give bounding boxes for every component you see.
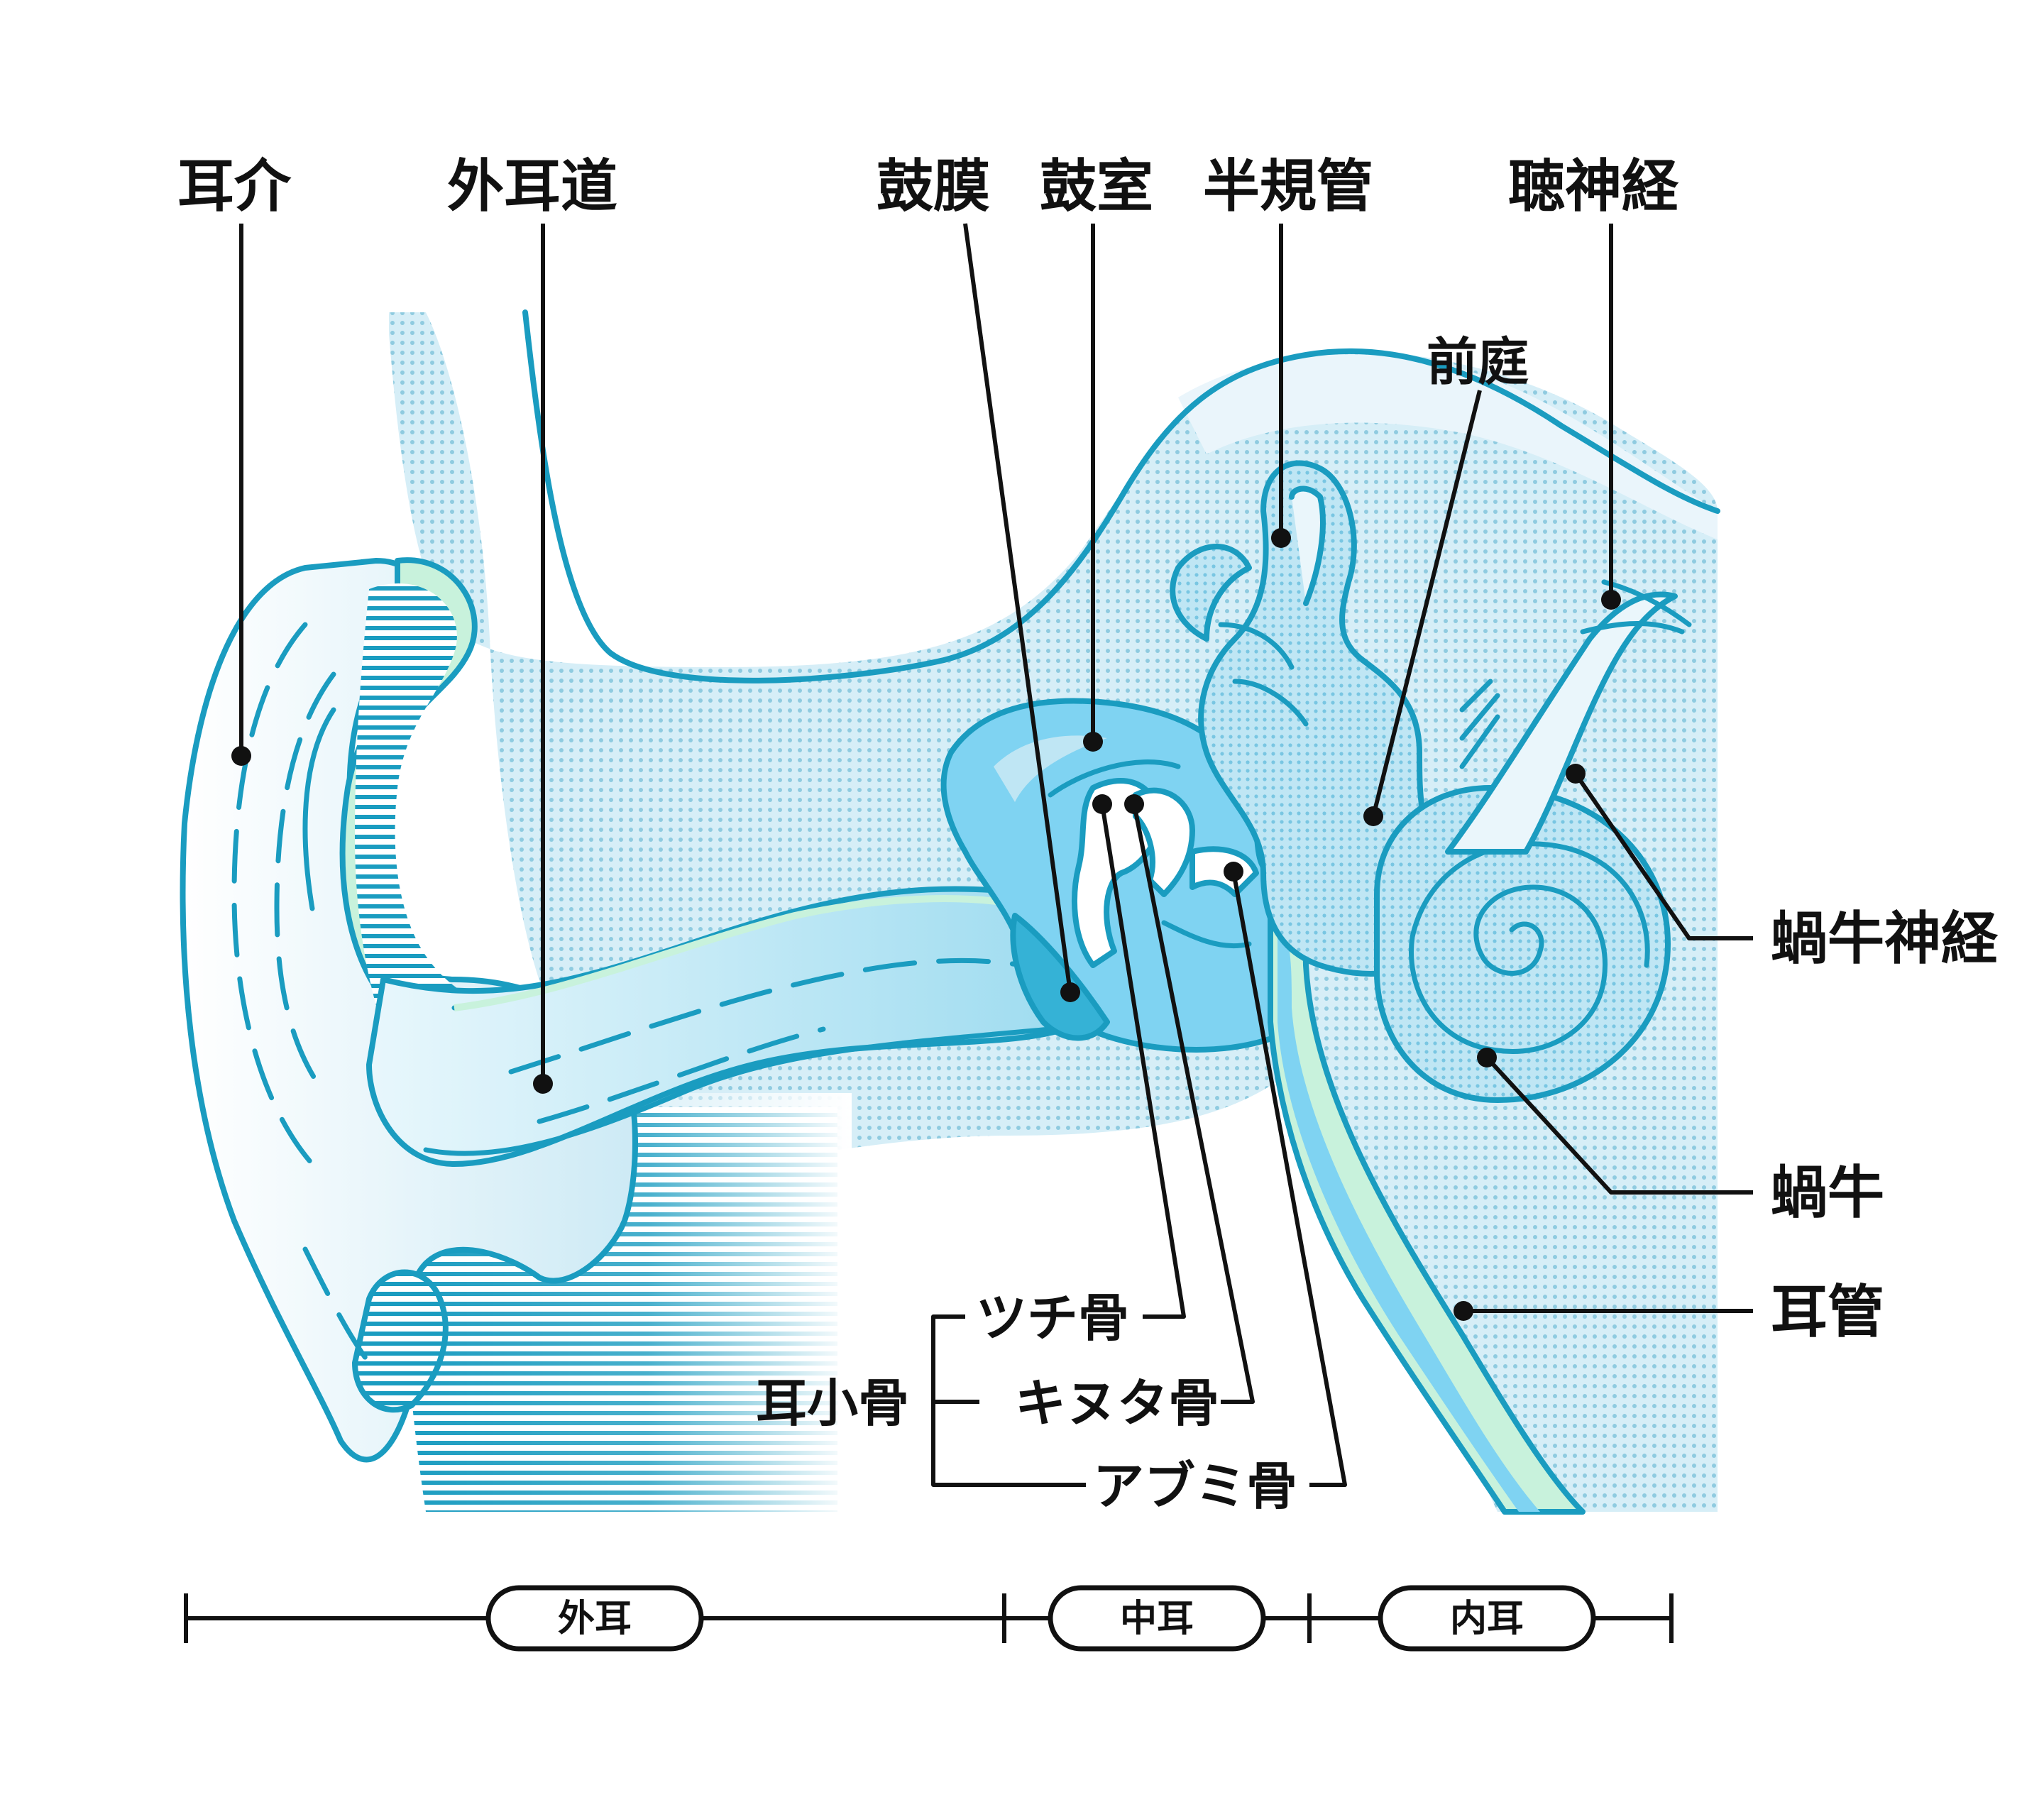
label-stapes: アブミ骨 — [1093, 1456, 1297, 1516]
label-cochlear-nerve: 蝸牛神経 — [1771, 906, 1999, 972]
labels: 耳介 外耳道 鼓膜 鼓室 半規管 聴神経 前庭 蝸牛神経 蝸牛 耳管 耳小骨 ツ… — [177, 153, 1999, 1516]
label-auditory-nerve: 聴神経 — [1508, 153, 1679, 219]
outer-ear-pill — [485, 1585, 704, 1652]
cochlea — [1374, 785, 1671, 1103]
auditory-nerve — [1445, 579, 1692, 855]
label-semicircular-canals: 半規管 — [1203, 153, 1373, 219]
leader-dots — [231, 528, 1621, 1321]
inner-ear-pill — [1378, 1585, 1596, 1652]
inner-ear — [1170, 460, 1692, 1103]
label-incus: キヌタ骨 — [1015, 1373, 1219, 1433]
label-ossicles: 耳小骨 — [756, 1373, 909, 1433]
label-cochlea: 蝸牛 — [1771, 1160, 1884, 1226]
label-inner-ear: 内耳 — [1450, 1598, 1524, 1640]
label-tympanic-cavity: 鼓室 — [1040, 153, 1153, 219]
label-eardrum: 鼓膜 — [877, 153, 990, 219]
leader-lines — [239, 223, 1753, 1487]
label-vestibule: 前庭 — [1427, 332, 1529, 392]
label-middle-ear: 中耳 — [1120, 1598, 1194, 1640]
label-auricle: 耳介 — [177, 153, 292, 219]
middle-ear-pill — [1048, 1585, 1266, 1652]
label-eustachian-tube: 耳管 — [1771, 1279, 1884, 1345]
external-auditory-canal — [366, 886, 1067, 1167]
label-malleus: ツチ骨 — [976, 1288, 1129, 1348]
section-scale: 外耳 中耳 内耳 — [184, 1585, 1674, 1652]
label-outer-ear: 外耳 — [558, 1598, 632, 1640]
label-ear-canal: 外耳道 — [447, 153, 617, 219]
